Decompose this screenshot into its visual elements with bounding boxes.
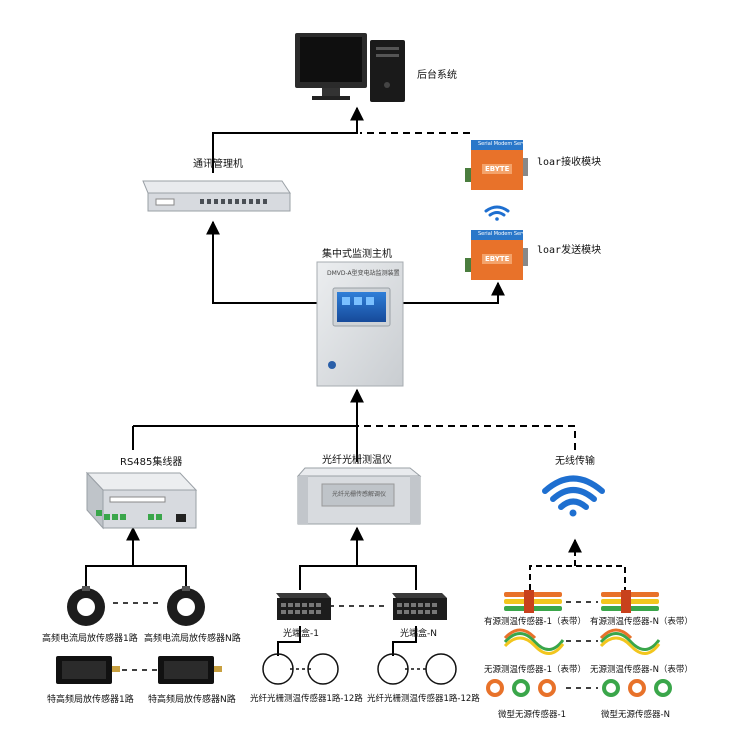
- active-temp-sensor-1-icon: [504, 590, 562, 613]
- lora-rx-module-brand: EBYTE: [485, 165, 510, 173]
- fiber-box-n-icon: [392, 593, 447, 620]
- edge-wireless-sensors: [529, 565, 626, 590]
- hf-current-sensor-n-icon: [167, 586, 205, 626]
- wireless-transmission-icon: [542, 475, 605, 517]
- fiber-panel-text: 光纤光栅传感解调仪: [332, 491, 387, 498]
- backend-pc-icon: [295, 33, 405, 102]
- label-fiber-sensor-n: 光纤光栅测温传感器1路-12路: [367, 694, 480, 704]
- label-fiber-device: 光纤光栅测温仪: [322, 455, 392, 466]
- edge-fiber-boxes: [299, 565, 417, 590]
- passive-temp-sensor-1-icon: [503, 628, 565, 655]
- rs485-hub-icon: [85, 471, 198, 530]
- host-panel-text: DMVD-A型变电站监测装置: [327, 270, 400, 277]
- label-wireless: 无线传输: [555, 456, 595, 467]
- lora-tx-module-brand: EBYTE: [485, 255, 510, 263]
- micro-passive-sensor-n-icon: [602, 679, 672, 697]
- passive-temp-sensor-n-icon: [599, 628, 661, 655]
- label-comm-manager: 通讯管理机: [193, 159, 243, 170]
- label-lora-tx: loar发送模块: [537, 245, 602, 256]
- label-hf-sensor-1: 高频电流局放传感器1路: [42, 634, 138, 644]
- label-active-n: 有源测温传感器-N（表带）: [590, 617, 693, 627]
- label-micro-n: 微型无源传感器-N: [601, 710, 670, 720]
- uhf-sensor-1-icon: [56, 656, 120, 684]
- fiber-grating-device-icon: [296, 467, 422, 525]
- label-active-1: 有源测温传感器-1（表带）: [484, 617, 586, 627]
- lora-tx-module-icon: [465, 230, 528, 280]
- edge-boxn-loops: [392, 626, 417, 656]
- fiber-sensor-loops-n-icon: [377, 653, 457, 685]
- label-passive-n: 无源测温传感器-N（表带）: [590, 665, 693, 675]
- lora-rx-module-icon: [465, 140, 528, 190]
- lora-rx-module-title: Serial Modem Server: [478, 141, 531, 147]
- fiber-sensor-loops-1-icon: [262, 653, 339, 685]
- lora-wireless-icon: [484, 205, 510, 221]
- connection-lines: [85, 106, 626, 689]
- comm-manager-device-icon: [142, 180, 291, 212]
- edge-bus-to-host: [133, 388, 364, 427]
- lora-tx-module-title: Serial Modem Server: [478, 231, 531, 237]
- edge-wireless-to-bus: [357, 425, 576, 450]
- edge-host-to-lora-tx: [403, 281, 505, 304]
- edge-box1-loops: [277, 626, 301, 656]
- label-hf-sensor-n: 高频电流局放传感器N路: [144, 634, 241, 644]
- label-rs485: RS485集线器: [120, 457, 183, 468]
- label-passive-1: 无源测温传感器-1（表带）: [484, 665, 586, 675]
- active-temp-sensor-n-icon: [601, 590, 659, 613]
- micro-passive-sensor-1-icon: [486, 679, 556, 697]
- edge-hf-to-rs485: [85, 565, 187, 588]
- label-lora-rx: loar接收模块: [537, 157, 602, 168]
- label-uhf-sensor-n: 特高频局放传感器N路: [148, 695, 236, 705]
- label-fiber-box-1: 光端盒-1: [283, 629, 319, 639]
- edge-host-to-comm: [206, 220, 317, 304]
- fiber-box-1-icon: [276, 593, 331, 620]
- hf-current-sensor-1-icon: [67, 586, 105, 626]
- label-backend: 后台系统: [417, 70, 457, 81]
- uhf-sensor-n-icon: [158, 656, 222, 684]
- label-fiber-box-n: 光端盒-N: [400, 629, 437, 639]
- host-cabinet-icon: [316, 261, 404, 387]
- label-host: 集中式监测主机: [322, 249, 392, 260]
- label-micro-1: 微型无源传感器-1: [498, 710, 566, 720]
- label-fiber-sensor-1: 光纤光栅测温传感器1路-12路: [250, 694, 363, 704]
- label-uhf-sensor-1: 特高频局放传感器1路: [47, 695, 134, 705]
- edge-comm-to-backend: [212, 106, 364, 173]
